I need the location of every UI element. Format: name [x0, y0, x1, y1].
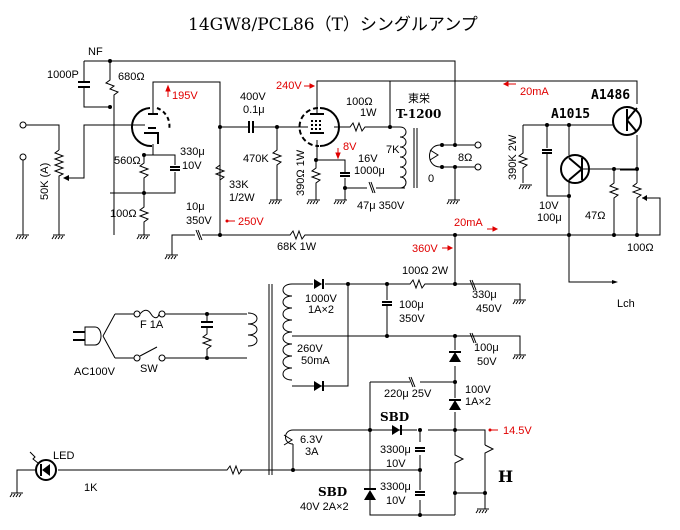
- lch-label: Lch: [617, 298, 635, 310]
- d-hv-b-label: 1A×2: [308, 304, 334, 316]
- cathode-network-1: [110, 153, 180, 235]
- pt-heater-a-label: 6.3V: [300, 434, 323, 446]
- nf-network: [78, 59, 456, 235]
- power-transformer: [247, 279, 349, 475]
- decoupling-10u: [171, 229, 455, 255]
- v-8-label: 8V: [343, 141, 357, 153]
- hv-supply: [299, 233, 521, 430]
- i-20ma-mid-arrow: [487, 226, 499, 232]
- r-470k-label: 470K: [243, 153, 269, 165]
- c-330u-450-v-label: 450V: [476, 303, 502, 315]
- v-250-arrow: [225, 219, 235, 223]
- ripple-filter: [455, 80, 661, 284]
- ac-input: [73, 309, 247, 362]
- ac-label: AC100V: [74, 366, 116, 378]
- c-3300u-b-v-label: 10V: [386, 495, 406, 507]
- c-coupling-c-label: 0.1μ: [243, 104, 265, 116]
- r-100-1w-b-label: 1W: [360, 107, 377, 119]
- v-360-label: 360V: [412, 243, 438, 255]
- i-20ma-top-label: 20mA: [520, 86, 549, 98]
- v-360-arrow: [442, 245, 454, 251]
- ot-secondary-0-label: 0: [428, 173, 434, 185]
- r-33k-a-label: 33K: [229, 179, 249, 191]
- c-100u-10v-a-label: 10V: [539, 200, 559, 212]
- pt-heater-b-label: 3A: [305, 446, 319, 458]
- r-1k-label: 1K: [84, 482, 98, 494]
- sw-label: SW: [140, 363, 158, 375]
- c-47u-label: 47μ 350V: [357, 200, 405, 212]
- v-240-arrow: [304, 83, 316, 89]
- r-390k-2w-label: 390K 2W: [507, 134, 519, 180]
- pot-50k-label: 50K (A): [39, 163, 51, 200]
- ot-model-label: T-1200: [396, 107, 441, 121]
- sbd-bottom-label: SBD: [318, 485, 347, 499]
- led-label: LED: [53, 450, 74, 462]
- schematic-title: 14GW8/PCL86（T）シングルアンプ: [188, 15, 478, 35]
- r-47-label: 47Ω: [585, 210, 605, 222]
- c-220u-label: 220μ 25V: [384, 388, 432, 400]
- r-560-label: 560Ω: [114, 155, 141, 167]
- d-hv-a-label: 1000V: [305, 293, 337, 305]
- r-100-1w-a-label: 100Ω: [346, 96, 373, 108]
- r-68k-label: 68K 1W: [277, 241, 317, 253]
- v-240-label: 240V: [276, 80, 302, 92]
- heater-label: H: [498, 467, 513, 486]
- nf-label: NF: [88, 46, 103, 58]
- c-1000u-v-label: 16V: [358, 153, 378, 165]
- c-1000u-label: 1000μ: [354, 165, 385, 177]
- c-330u-450-label: 330μ: [472, 289, 497, 301]
- c-330u-label: 330μ: [180, 146, 205, 158]
- c-100u-350-label: 100μ: [399, 299, 424, 311]
- c-100u-10v-b-label: 100μ: [537, 212, 562, 224]
- i-20ma-top-arrow: [502, 81, 516, 87]
- plate-load-33k: [214, 164, 226, 181]
- v-250-label: 250V: [238, 216, 264, 228]
- vk-arrow-195: [165, 84, 171, 97]
- sbd-rating-label: 40V 2A×2: [300, 501, 349, 513]
- output-transformer: [388, 81, 482, 200]
- c-3300u-a-label: 3300μ: [380, 444, 411, 456]
- v-14-5-arrow: [488, 428, 498, 432]
- vr-100-label: 100Ω: [627, 242, 654, 254]
- r-100-cathode-label: 100Ω: [110, 208, 137, 220]
- input-jacks: [19, 121, 60, 235]
- c-100u-50-v-label: 50V: [477, 356, 497, 368]
- c-330u-v-label: 10V: [182, 160, 202, 172]
- d-lv-a-label: 100V: [465, 384, 491, 396]
- c-100u-50-label: 100μ: [474, 342, 499, 354]
- c-3300u-b-label: 3300μ: [380, 481, 411, 493]
- ot-primary-label: 7K: [386, 144, 400, 156]
- ot-maker-label: 東栄: [408, 91, 430, 105]
- i-20ma-mid-label: 20mA: [454, 217, 483, 229]
- triode-14gw8: [110, 81, 221, 235]
- d-lv-b-label: 1A×2: [465, 396, 491, 408]
- c-coupling-v-label: 400V: [240, 91, 266, 103]
- fuse-label: F 1A: [140, 319, 164, 331]
- cathode-network-2: [310, 158, 405, 200]
- tr-a1015-label: A1015: [551, 107, 590, 122]
- r-100-2w-label: 100Ω 2W: [402, 265, 449, 277]
- c-100u-350-v-label: 350V: [399, 313, 425, 325]
- r-33k-b-label: 1/2W: [229, 192, 255, 204]
- ot-secondary-8-label: 8Ω: [458, 152, 472, 164]
- pt-hv-b-label: 50mA: [301, 355, 330, 367]
- c-10u-v-label: 350V: [186, 215, 212, 227]
- c-10u-label: 10μ: [186, 201, 205, 213]
- tr-a1486-label: A1486: [591, 88, 630, 103]
- v-195-label: 195V: [172, 90, 198, 102]
- sbd-top-label: SBD: [380, 410, 409, 424]
- v-14-5-label: 14.5V: [503, 425, 532, 437]
- coupling-cap: [218, 121, 300, 200]
- heater-supply: [240, 425, 495, 517]
- r-680-label: 680Ω: [118, 71, 145, 83]
- r-390-1w-label: 390Ω 1W: [295, 149, 307, 196]
- c-1000p-label: 1000P: [47, 69, 79, 81]
- v-8-arrow: [335, 148, 341, 160]
- c-3300u-a-v-label: 10V: [386, 458, 406, 470]
- led-indicator: [16, 451, 243, 493]
- pt-hv-a-label: 260V: [297, 343, 323, 355]
- pentode-14gw8: [298, 80, 455, 160]
